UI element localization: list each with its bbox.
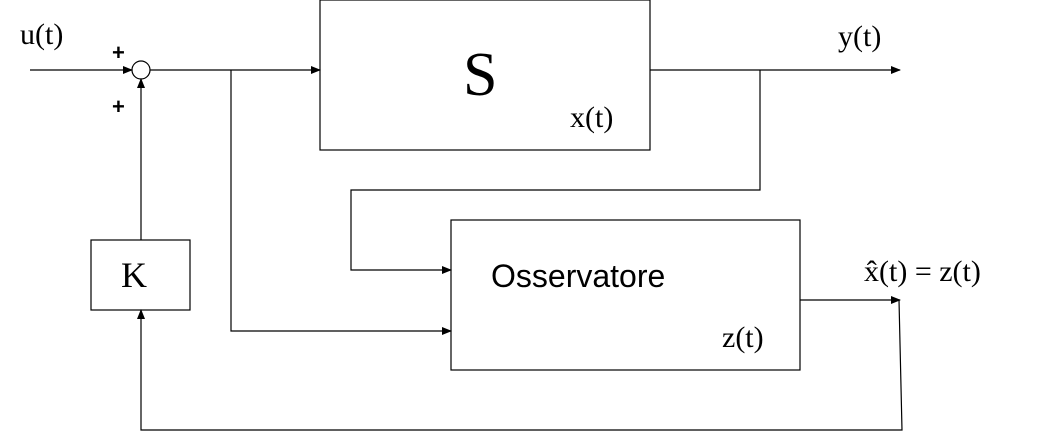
input-label: u(t) <box>20 18 63 51</box>
summing-junction <box>131 60 151 80</box>
feedback-to-gain-wire <box>137 299 903 431</box>
observer-state: z(t) <box>722 321 764 354</box>
output-to-observer-wire <box>350 70 761 274</box>
control-to-observer-wire <box>230 70 452 335</box>
system-name: S <box>463 41 497 109</box>
output-label: y(t) <box>838 20 881 53</box>
observer-block <box>450 219 801 371</box>
sum-sign-bottom: + <box>112 94 125 119</box>
system-state: x(t) <box>570 101 613 134</box>
system-block <box>319 0 651 151</box>
estimate-label: x̂(t) = z(t) <box>864 255 981 288</box>
sum-sign-top: + <box>112 40 125 65</box>
observer-name: Osservatore <box>491 258 665 294</box>
gain-name: K <box>121 255 147 295</box>
